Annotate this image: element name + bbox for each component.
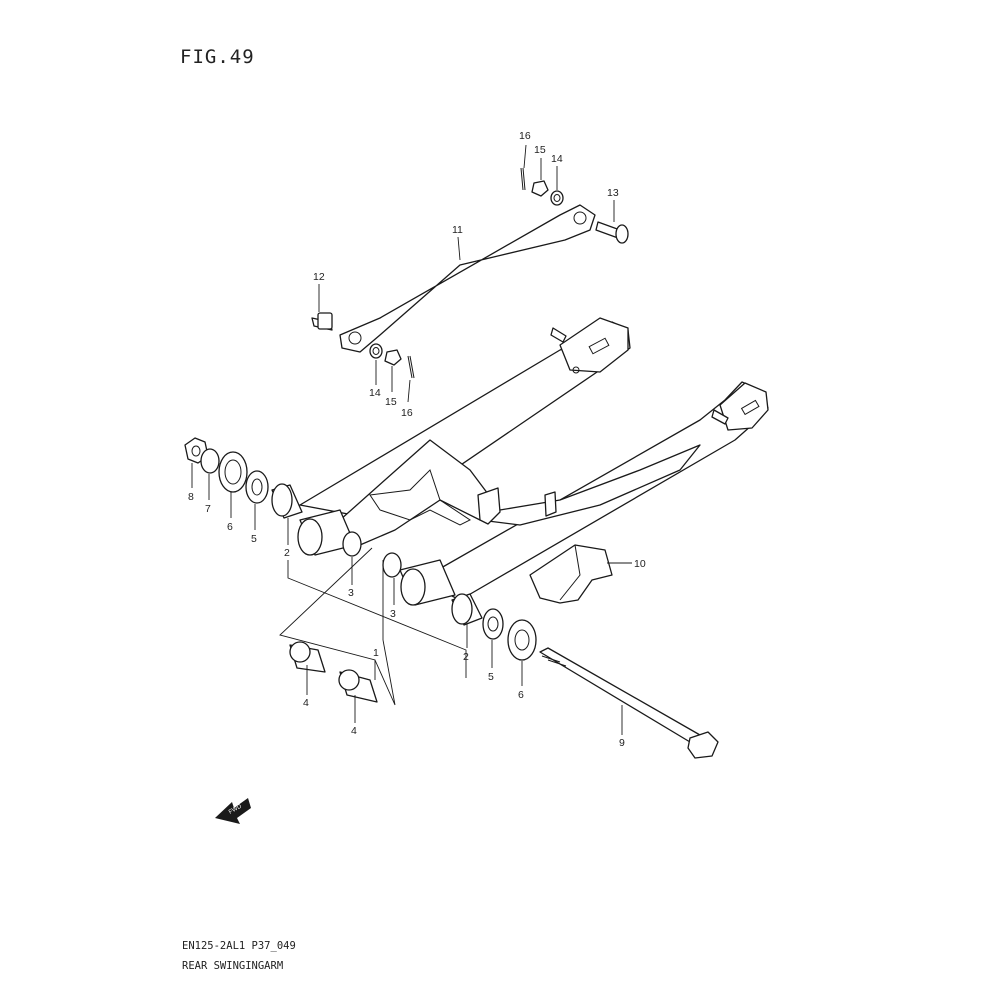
callout-8: 8: [188, 491, 194, 503]
callout-1: 1: [373, 647, 379, 659]
callout-14-bottom: 14: [369, 387, 381, 399]
figure-name: REAR SWINGINGARM: [182, 960, 284, 972]
callout-2-left: 2: [284, 547, 290, 559]
callout-16-top: 16: [519, 130, 531, 142]
callout-15-top: 15: [534, 144, 546, 156]
callout-7: 7: [205, 503, 211, 515]
callout-labels: 16 15 14 13 11 12 14 15 16 8 7 6 5 2 3 3…: [188, 130, 646, 749]
swingarm-body: [297, 317, 769, 606]
callout-12: 12: [313, 271, 325, 283]
chain-guard: [529, 544, 613, 604]
figure-title: FIG.49: [180, 46, 255, 68]
bolt-part-12: [311, 312, 333, 331]
callout-5-left: 5: [251, 533, 257, 545]
callout-6-right: 6: [518, 689, 524, 701]
callout-15-bottom: 15: [385, 396, 397, 408]
leader-lines: [191, 144, 632, 735]
bolt-part-13: [595, 221, 629, 244]
callout-13: 13: [607, 187, 619, 199]
fwd-arrow-icon: FWD: [215, 798, 251, 824]
upper-fasteners: [520, 167, 564, 206]
collar-part-4: [289, 641, 378, 703]
lower-fasteners: [369, 343, 415, 379]
pivot-shaft: [539, 647, 719, 759]
callout-14-top: 14: [551, 153, 563, 165]
callout-5-right: 5: [488, 671, 494, 683]
torque-rod: [339, 204, 596, 353]
callout-16-bottom: 16: [401, 407, 413, 419]
callout-3-right: 3: [390, 608, 396, 620]
figure-code: EN125-2AL1 P37_049: [182, 940, 296, 952]
callout-2-right: 2: [463, 651, 469, 663]
callout-11: 11: [452, 224, 463, 236]
right-pivot-stack: [451, 593, 537, 661]
callout-3-left: 3: [348, 587, 354, 599]
callout-4-left: 4: [303, 697, 309, 709]
left-pivot-stack: [184, 437, 303, 519]
callout-9: 9: [619, 737, 625, 749]
callout-10: 10: [634, 558, 646, 570]
callout-6-left: 6: [227, 521, 233, 533]
callout-4-right: 4: [351, 725, 357, 737]
